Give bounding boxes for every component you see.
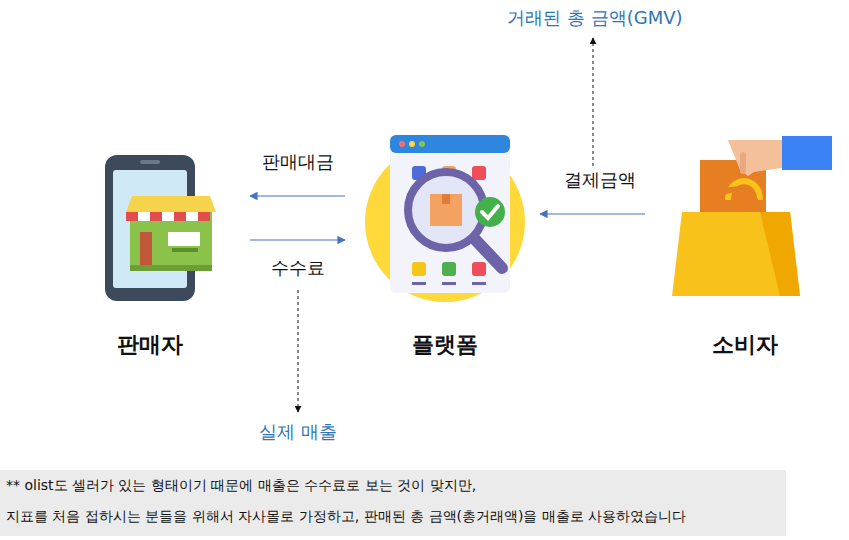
consumer-icon (672, 136, 832, 296)
edge-label: 판매대금 (260, 150, 336, 174)
edge-label: 결제금액 (562, 168, 638, 192)
edge-label: 수수료 (269, 256, 327, 280)
icon-node: 플랫폼 (360, 130, 530, 360)
flow-arrow (250, 195, 345, 196)
platform-icon (365, 135, 525, 302)
flow-arrow (250, 239, 345, 240)
node-label: 판매자 (117, 330, 183, 360)
icon-node: 소비자 (660, 130, 830, 360)
gmv-label: 거래된 총 금액(GMV) (507, 6, 682, 30)
flow-arrow (540, 213, 645, 214)
node-label: 플랫폼 (412, 330, 478, 360)
note-text: 지표를 처음 접하시는 분들을 위해서 자사몰로 가정하고, 판매된 총 금액(… (6, 508, 686, 526)
seller-icon (105, 155, 216, 301)
revenue-leader (298, 290, 299, 412)
icon-node: 판매자 (90, 150, 210, 360)
node-label: 소비자 (712, 330, 778, 360)
note-band (0, 470, 786, 536)
note-text: ** olist도 셀러가 있는 형태이기 때문에 매출은 수수료로 보는 것이… (6, 477, 476, 495)
gmv-leader (593, 38, 594, 166)
revenue-label: 실제 매출 (259, 420, 337, 444)
